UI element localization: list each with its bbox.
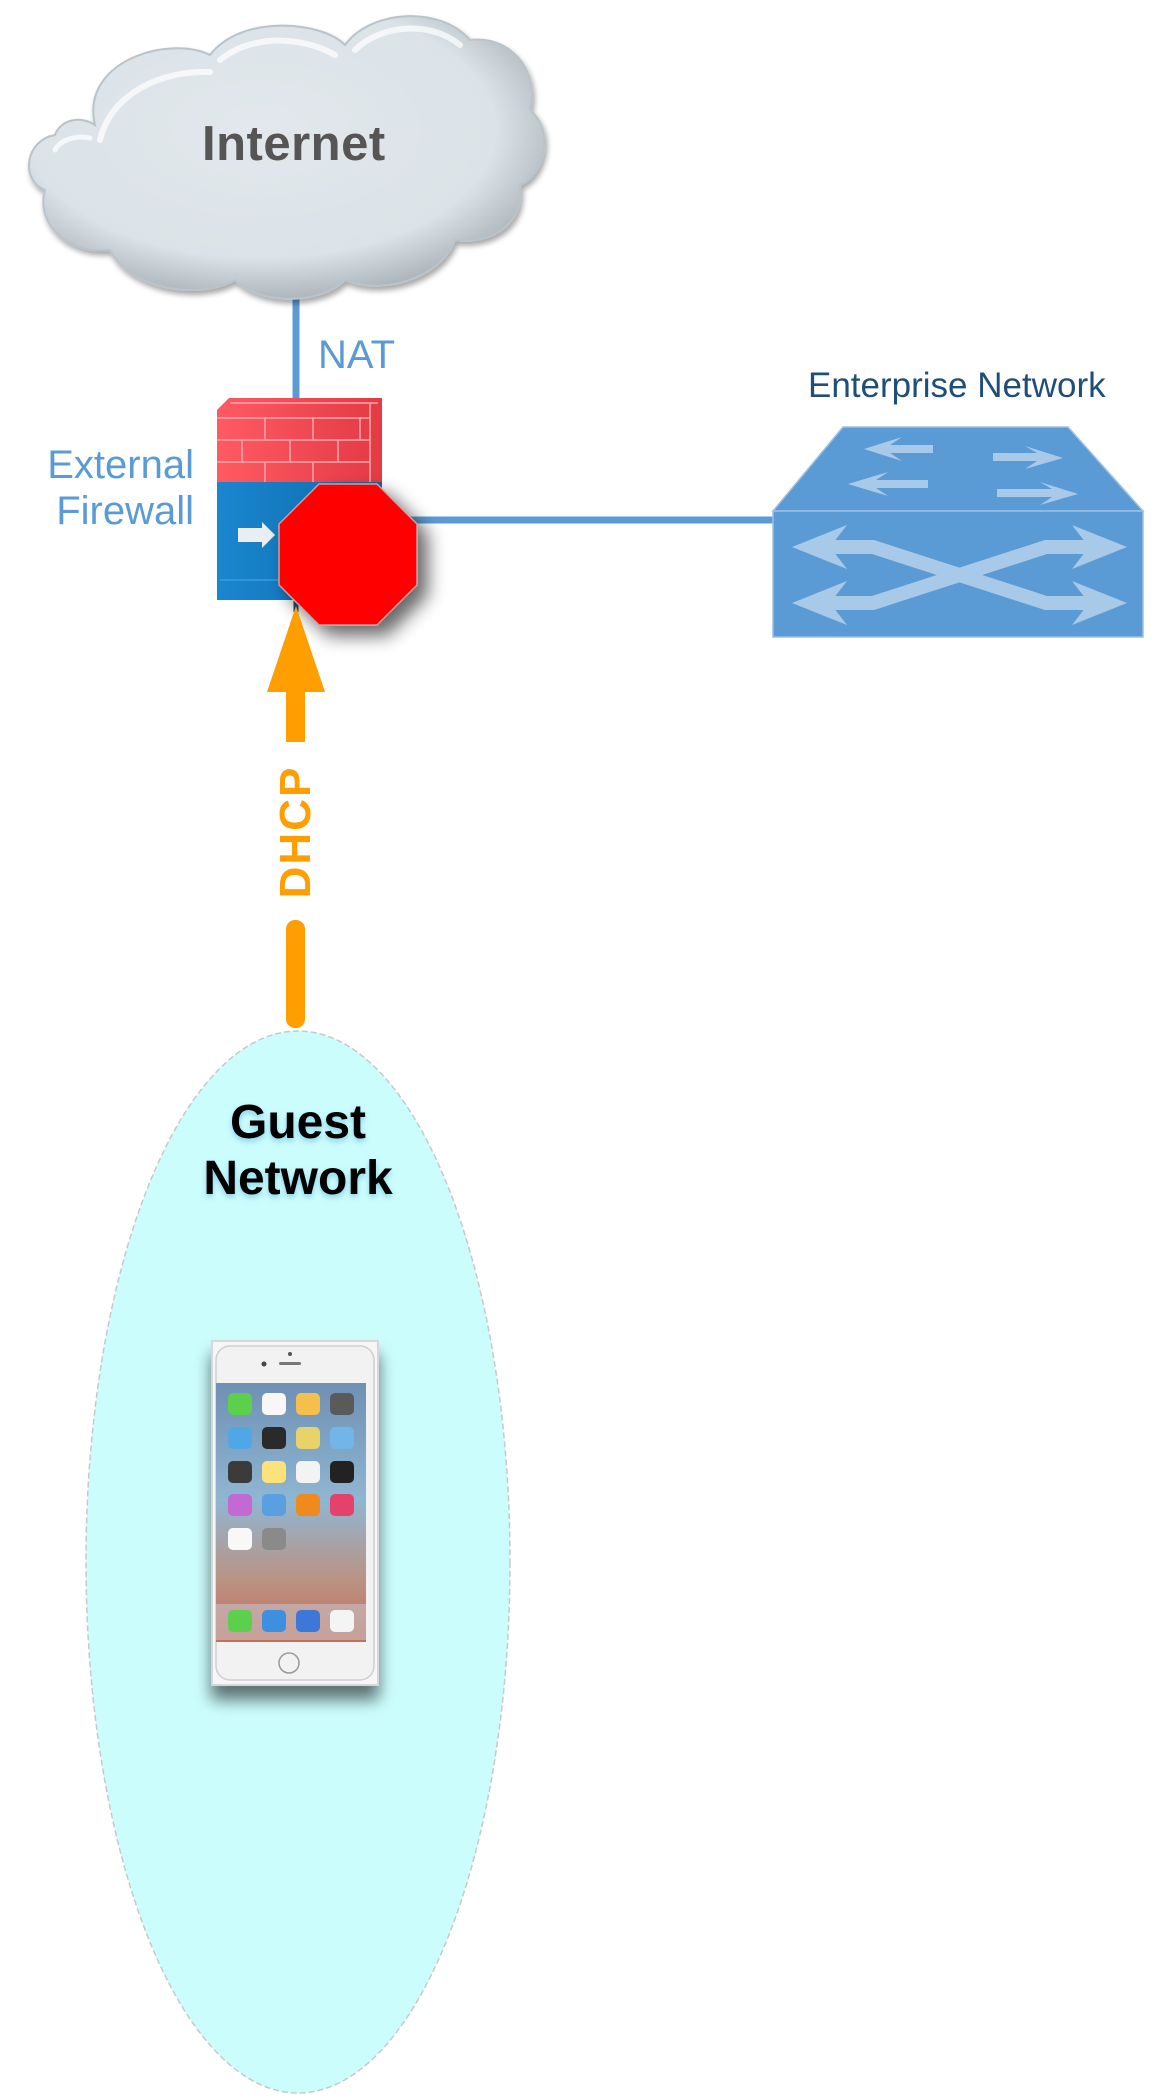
stop-sign-icon	[278, 483, 418, 626]
dhcp-arrow	[267, 606, 325, 1028]
nat-link-label: NAT	[318, 333, 396, 377]
cloud-icon	[28, 15, 546, 300]
guest-network-label-line-2: Network	[203, 1152, 393, 1205]
internet-label: Internet	[202, 117, 386, 171]
enterprise-network-label: Enterprise Network	[808, 366, 1106, 405]
external-firewall-label: External Firewall	[26, 442, 194, 534]
dhcp-link-label: DHCP	[271, 765, 320, 899]
switch-icon	[771, 426, 1145, 638]
external-firewall-label-line-2: Firewall	[56, 489, 194, 533]
smartphone-icon	[211, 1340, 379, 1686]
guest-network-label-line-1: Guest	[229, 1096, 367, 1149]
external-firewall-label-line-1: External	[47, 443, 194, 487]
guest-network-label: Guest Network	[150, 1095, 446, 1207]
